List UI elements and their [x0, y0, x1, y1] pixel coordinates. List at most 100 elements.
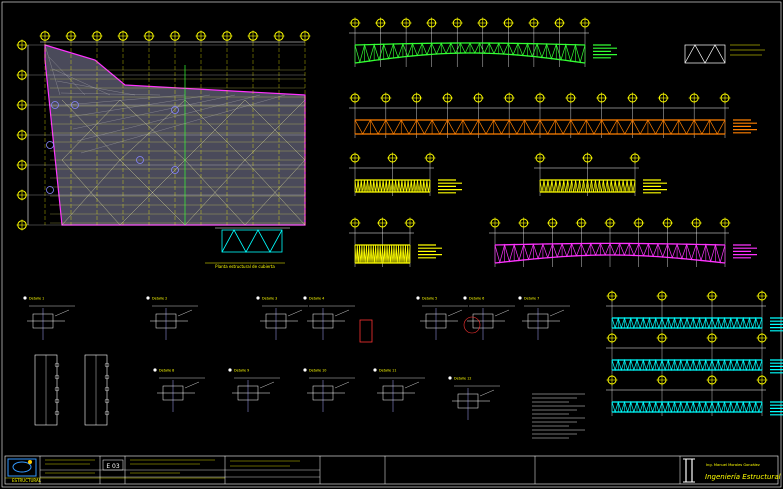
column-axis-bubble-icon: [657, 92, 669, 104]
logo-icon: [7, 458, 37, 477]
column-axis-bubble-icon: [477, 17, 489, 29]
truss-elevations: [349, 17, 783, 416]
column-axis-bubble-icon: [606, 290, 618, 302]
column-axis-bubble-icon: [16, 99, 28, 111]
column-axis-bubble-icon: [706, 332, 718, 344]
bracing-line: [119, 99, 186, 161]
detail-leader: [404, 381, 420, 389]
section-marker: [171, 106, 179, 114]
detail-12: Detalle 12: [448, 376, 500, 420]
truss-notes: [770, 401, 783, 416]
detail-11: Detalle 11: [373, 368, 425, 412]
detail-8: Detalle 8: [153, 368, 205, 412]
column-axis-bubble-icon: [633, 217, 645, 229]
column-axis-bubble-icon: [575, 217, 587, 229]
column-axis-bubble-icon: [349, 92, 361, 104]
column-axis-bubble-icon: [39, 30, 51, 42]
column-axis-bubble-icon: [662, 217, 673, 229]
column-axis-bubble-icon: [411, 92, 423, 104]
detail-label: Detalle 7: [524, 297, 539, 301]
general-notes: [532, 393, 585, 439]
column-axis-bubble-icon: [424, 152, 436, 164]
column-axis-bubble-icon: [117, 30, 129, 42]
truss-notes: [770, 359, 783, 374]
roof-slope-line: [60, 92, 161, 96]
column-axis-bubble-icon: [472, 92, 484, 104]
column-axis-bubble-icon: [489, 217, 501, 229]
detail-bullet: [256, 296, 260, 300]
column-axis-bubble-icon: [629, 152, 641, 164]
truss-notes: [593, 44, 617, 59]
column-axis-bubble-icon: [221, 30, 233, 42]
column-axis-bubble-icon: [565, 92, 577, 104]
firm-mark-icon: [683, 458, 695, 483]
column-axis-bubble-icon: [349, 217, 361, 229]
detail-label: Detalle 9: [234, 369, 249, 373]
section-marker: [46, 141, 54, 149]
detail-label: Detalle 12: [454, 377, 471, 381]
bracing-line: [184, 159, 246, 226]
detail-leader: [334, 381, 350, 389]
detail-bullet: [416, 296, 420, 300]
column-axis-bubble-icon: [404, 217, 416, 229]
column-axis-bubble-icon: [656, 374, 668, 386]
anchor-bolt: [54, 398, 60, 404]
column-axis-bubble-icon: [547, 217, 558, 229]
column-axis-bubble-icon: [582, 152, 593, 164]
detail-bullet: [146, 296, 150, 300]
detail-9: Detalle 9: [228, 368, 280, 412]
engineer-name: Ing. Manuel Morales González: [706, 463, 760, 467]
column-axis-bubble-icon: [377, 217, 388, 229]
bracing-line: [244, 99, 306, 161]
roof-slope-line: [52, 68, 111, 96]
column-axis-bubble-icon: [400, 17, 412, 29]
column-axis-bubble-icon: [91, 30, 103, 42]
column-axis-bubble-icon: [656, 332, 668, 344]
detail-7: Detalle 7: [518, 296, 570, 340]
column-axis-bubble-icon: [528, 17, 540, 29]
truss-green: [349, 17, 617, 67]
column-base-details: [34, 354, 110, 426]
truss-notes: [418, 244, 442, 259]
column-axis-bubble-icon: [604, 217, 616, 229]
detail-bullet: [373, 368, 377, 372]
truss-notes: [733, 119, 757, 134]
detail-label: Detalle 6: [469, 297, 484, 301]
truss-yellow-c: [349, 217, 442, 267]
firm-name: Ingeniería Estructural: [705, 473, 781, 481]
section-marker: [136, 156, 144, 164]
plan-caption: Planta estructural de cubierta: [215, 264, 275, 269]
roof-slope-line: [44, 44, 61, 96]
anchor-bolt: [104, 398, 110, 404]
anchor-bolt: [54, 374, 60, 380]
column-axis-bubble-icon: [451, 17, 463, 29]
detail-leader: [549, 309, 565, 317]
column-axis-bubble-icon: [349, 152, 361, 164]
column-axis-bubble-icon: [273, 30, 285, 42]
detail-bullet: [463, 296, 467, 300]
column-axis-bubble-icon: [518, 217, 530, 229]
column-axis-bubble-icon: [426, 17, 438, 29]
column-axis-bubble-icon: [756, 290, 768, 302]
column-axis-bubble-icon: [503, 92, 515, 104]
detail-4: Detalle 4: [303, 296, 355, 340]
bracing-line: [61, 99, 121, 161]
red-detail-circle: [463, 316, 481, 334]
detail-5: Detalle 5: [416, 296, 468, 340]
column-axis-bubble-icon: [16, 69, 28, 81]
detail-bullet: [303, 368, 307, 372]
detail-leader: [287, 309, 303, 317]
column-axis-bubble-icon: [143, 30, 155, 42]
truss-notes: [733, 244, 757, 259]
roof-slope-line: [68, 94, 211, 118]
column-axis-bubble-icon: [534, 152, 546, 164]
column-axis-bubble-icon: [553, 17, 565, 29]
detail-leader: [177, 309, 193, 317]
column-axis-bubble-icon: [688, 92, 700, 104]
column-axis-bubble-icon: [656, 290, 668, 302]
column-axis-bubble-icon: [380, 92, 392, 104]
plan-inset-truss: [215, 227, 290, 253]
detail-3: Detalle 3: [256, 296, 308, 340]
column-axis-bubble-icon: [387, 152, 398, 164]
